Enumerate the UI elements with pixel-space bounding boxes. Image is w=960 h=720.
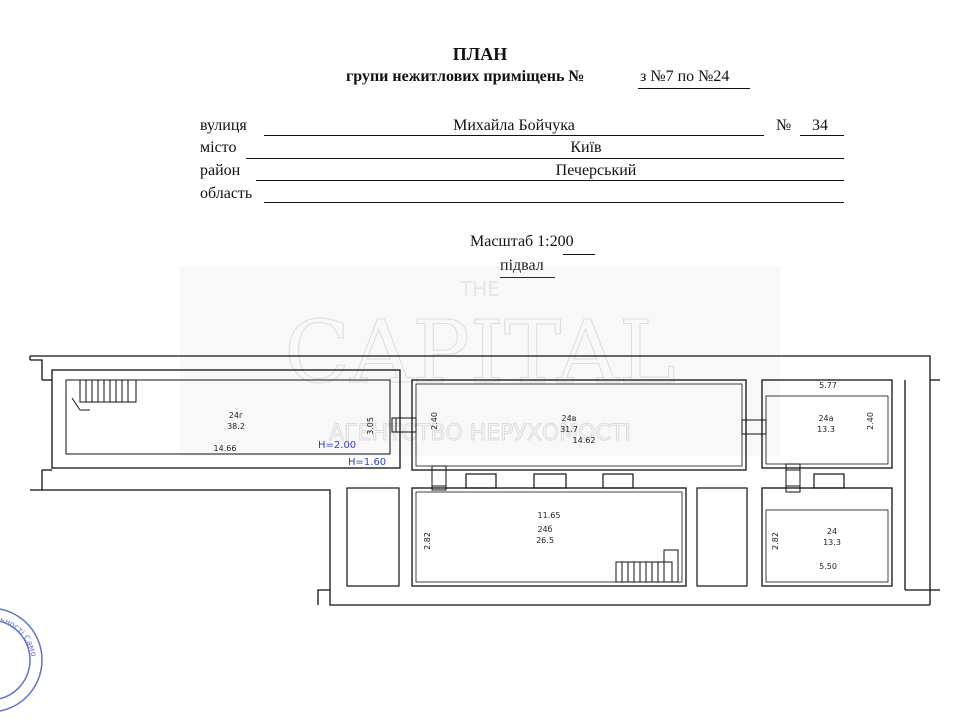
region-label: область (200, 185, 253, 202)
room-24g-area: 38.2 (227, 422, 245, 431)
room-24b-height-dim: 2.82 (423, 532, 432, 550)
room-24a-name: 24а (818, 414, 833, 423)
room-24b-stairs (615, 549, 679, 583)
district-value: Печерський (555, 162, 637, 179)
watermark-line3: АГЕНТСТВО НЕРУХОМОСТІ (329, 421, 631, 446)
city-label: місто (200, 139, 237, 156)
room-24a-length: 5.77 (819, 381, 837, 390)
door-24v-24b (431, 465, 447, 491)
number-label: № (776, 117, 792, 134)
stamp: яльності Само (0, 608, 43, 712)
room-24a-height-dim: 2.40 (866, 412, 875, 430)
room-24: 24 13.3 5.50 2.82 (761, 487, 893, 587)
scale-text: Масштаб 1:200 (470, 233, 574, 250)
room-24-height-dim: 2.82 (771, 532, 780, 550)
stamp-text: яльності Само (0, 613, 39, 658)
watermark: THE CAPITAL АГЕНТСТВО НЕРУХОМОСТІ (284, 277, 677, 447)
svg-text:яльності Само: яльності Само (0, 613, 39, 658)
room-24v-name: 24в (562, 414, 577, 423)
street-value: Михайла Бойчука (453, 117, 575, 134)
height-label-2: H=1.60 (348, 457, 386, 468)
floor-level: підвал (500, 257, 544, 274)
building-walls (29, 355, 940, 606)
number-value: 34 (812, 117, 828, 134)
door-24a-24 (785, 463, 801, 493)
watermark-line1: THE (459, 277, 500, 301)
room-24b: 11.65 24б 26.5 2.82 (411, 487, 687, 587)
number-line (800, 135, 844, 136)
street-label: вулиця (200, 117, 247, 134)
room-24b-area: 26.5 (536, 536, 554, 545)
room-24g: 24г 38.2 14.66 3.05 H=2.00 H=1.60 (51, 369, 401, 469)
wall-top (30, 355, 931, 380)
room-24b-name: 24б (537, 525, 552, 534)
room-24g-name: 24г (229, 411, 243, 420)
room-24g-length: 14.66 (214, 444, 237, 453)
height-label-1: H=2.00 (318, 440, 356, 451)
plan-subtitle-label: групи нежитлових приміщень № (346, 68, 585, 85)
city-value: Київ (570, 139, 602, 156)
wall-bottom (42, 489, 930, 606)
room-24b-length: 11.65 (538, 511, 561, 520)
room-24-length: 5.50 (819, 562, 837, 571)
room-24-name: 24 (827, 527, 837, 536)
room-24a: 5.77 24а 13.3 2.40 (761, 379, 893, 469)
plan-title: ПЛАН (452, 44, 508, 64)
watermark-line2: CAPITAL (284, 303, 676, 403)
room-24v-area: 31.7 (560, 425, 578, 434)
room-24v-length: 14.62 (573, 436, 596, 445)
room-24-area: 13.3 (823, 538, 841, 547)
piers (346, 473, 845, 587)
floor-level-underline (500, 277, 555, 278)
region-line (264, 202, 844, 203)
city-line (246, 158, 844, 159)
scale-underline (563, 254, 595, 255)
room-24g-height-dim: 3.05 (366, 417, 375, 435)
room-24v-height-dim: 2.40 (430, 412, 439, 430)
watermark-panel (180, 266, 780, 456)
room-24a-area: 13.3 (817, 425, 835, 434)
premises-range-underline (638, 88, 750, 89)
district-line (256, 180, 844, 181)
street-line (264, 135, 764, 136)
district-label: район (200, 162, 241, 179)
premises-range: з №7 по №24 (640, 68, 730, 85)
